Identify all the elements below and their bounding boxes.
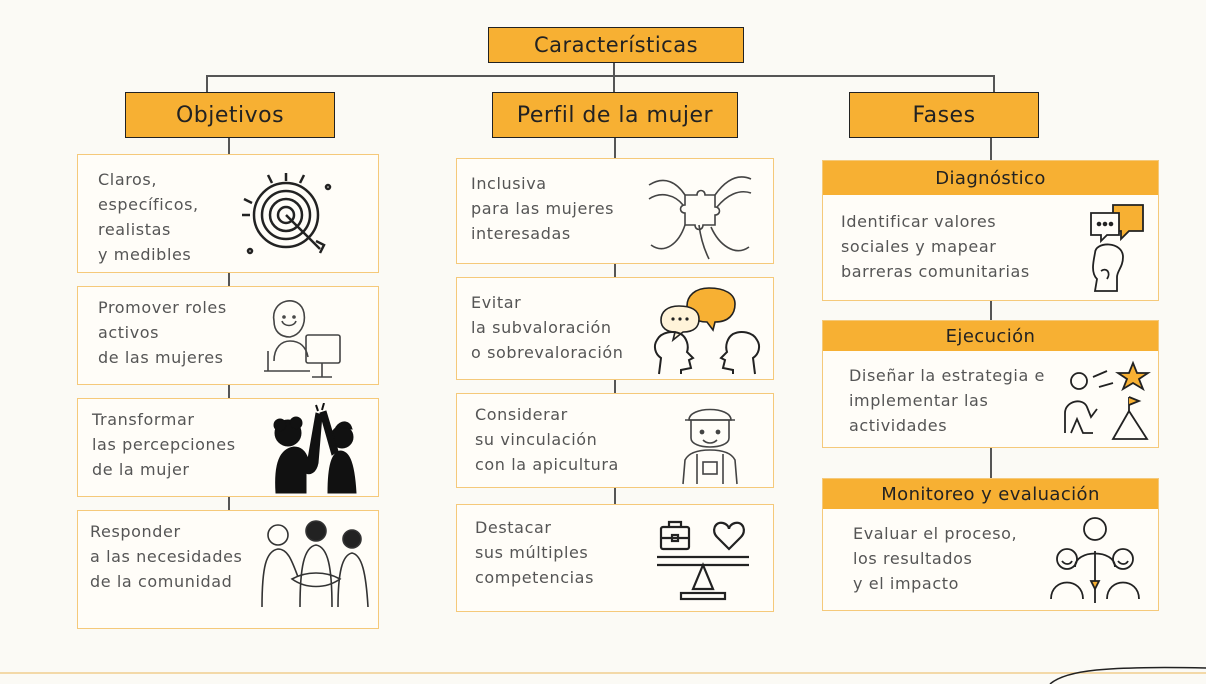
objective-card: Promover roles activos de las mujeres [77,286,379,385]
phase-card-monitoreo: Monitoreo y evaluación Evaluar el proces… [822,478,1159,611]
profile-card: Considerar su vinculación con la apicult… [456,393,774,488]
connector-root-down [613,62,615,76]
card-text: Evaluar el proceso, los resultados y el … [853,524,1018,593]
phase-header: Diagnóstico [823,161,1158,195]
balance-scale-icon [657,520,749,601]
card-text: Inclusiva para las mujeres interesadas [471,174,615,243]
connector-horizontal [206,75,994,77]
group-evaluation-icon [1050,517,1140,603]
connector-col2 [613,75,615,93]
root-label: Características [533,33,699,57]
card-text: Promover roles activos de las mujeres [98,298,227,367]
profile-card: Inclusiva para las mujeres interesadas [456,158,774,264]
objective-card: Claros, específicos, realistas y medible… [77,154,379,273]
card-text: Identificar valores sociales y mapear ba… [841,212,1030,281]
column-title: Perfil de la mujer [516,102,714,128]
connector-col3-stem [990,138,992,480]
objective-card: Responder a las necesidades de la comuni… [77,510,379,629]
women-high-five-icon [273,403,357,494]
puzzle-hands-icon [648,176,752,260]
phase-card-ejecucion: Ejecución Diseñar la estrategia e implem… [822,320,1159,448]
person-star-goal-icon [1064,360,1151,440]
footer-divider [0,672,1206,674]
corner-arc [1049,666,1206,684]
phase-header: Ejecución [823,321,1158,351]
phase-card-diagnostico: Diagnóstico Identificar valores sociales… [822,160,1159,301]
connector-col1 [206,75,208,93]
card-text: Transformar las percepciones de la mujer [92,410,236,479]
card-text: Responder a las necesidades de la comuni… [90,522,243,591]
woman-computer-icon [264,300,341,378]
card-text: Destacar sus múltiples competencias [475,518,595,587]
root-node: Características [488,27,744,63]
column-title: Objetivos [175,102,285,128]
beekeeper-icon [682,408,738,485]
card-text: Evitar la subvaloración o sobrevaloració… [471,293,624,362]
card-text: Considerar su vinculación con la apicult… [475,405,619,474]
dialogue-heads-icon [653,287,761,375]
phase-header: Monitoreo y evaluación [823,479,1158,509]
column-title: Fases [912,102,976,128]
profile-card: Evitar la subvaloración o sobrevaloració… [456,277,774,380]
column-header-perfil: Perfil de la mujer [492,92,738,138]
objective-card: Transformar las percepciones de la mujer [77,398,379,497]
profile-card: Destacar sus múltiples competencias [456,504,774,612]
column-header-fases: Fases [849,92,1039,138]
card-text: Diseñar la estrategia e implementar las … [849,366,1045,435]
column-header-objetivos: Objetivos [125,92,335,138]
community-hands-icon [261,520,369,608]
connector-col3 [993,75,995,93]
thinking-person-icon [1090,204,1144,292]
card-text: Claros, específicos, realistas y medible… [98,170,199,264]
target-icon [242,173,332,255]
